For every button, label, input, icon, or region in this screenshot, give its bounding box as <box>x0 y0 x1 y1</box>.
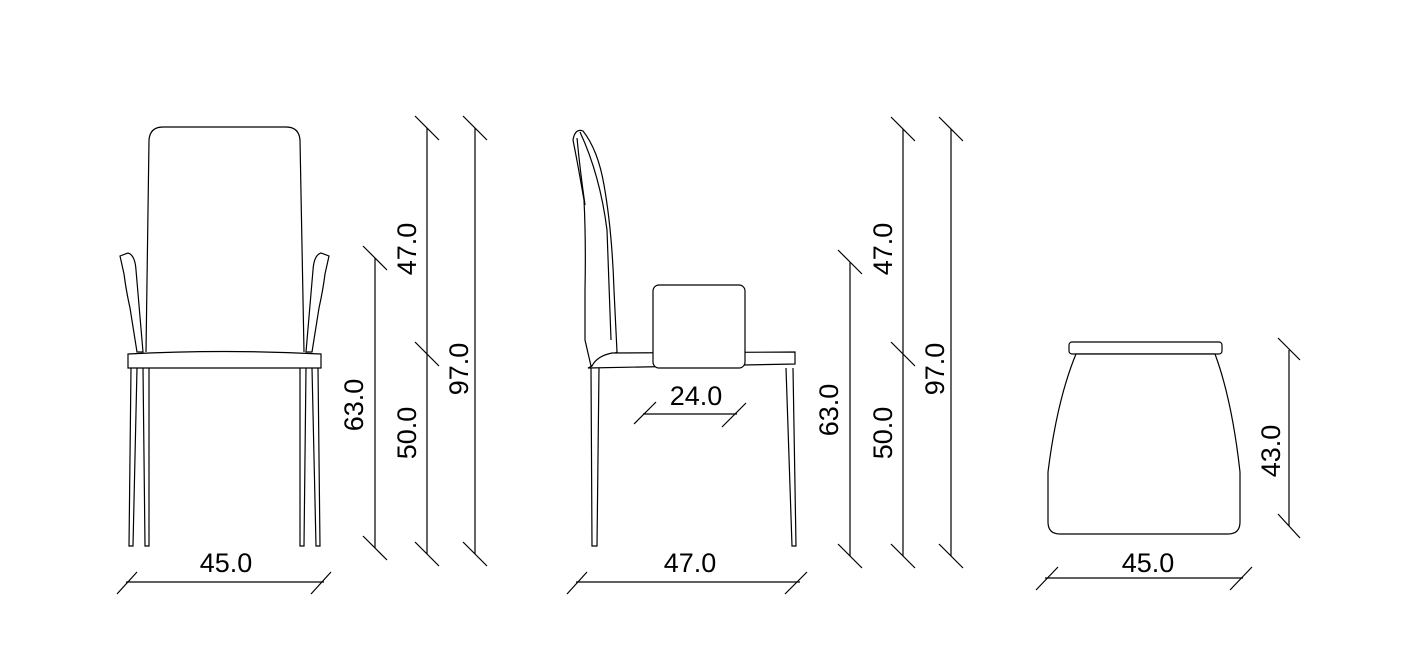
top-backrest <box>1068 341 1223 355</box>
top-depth-dimension: 43.0 <box>1256 337 1301 539</box>
front-seat-height-label: 50.0 <box>392 407 422 460</box>
top-depth-label: 43.0 <box>1256 425 1286 478</box>
top-seat <box>1047 353 1241 535</box>
front-leg-outer-left <box>128 367 138 547</box>
side-seat-height-label: 50.0 <box>868 407 898 460</box>
front-leg-inner-left <box>142 367 150 547</box>
front-view: 45.0 63.0 47.0 50.0 97.0 <box>116 115 488 595</box>
side-total-height-dimension: 97.0 <box>920 116 964 569</box>
front-armrest-height-label: 63.0 <box>339 379 369 432</box>
front-seat <box>127 350 322 369</box>
front-total-height-label: 97.0 <box>444 343 474 396</box>
side-depth-label: 47.0 <box>664 548 717 578</box>
side-backrest-label: 47.0 <box>868 223 898 276</box>
top-view: 45.0 43.0 <box>1035 337 1301 591</box>
front-total-height-dimension: 97.0 <box>444 115 488 567</box>
top-width-label: 45.0 <box>1122 548 1175 578</box>
top-width-dimension: 45.0 <box>1035 548 1253 591</box>
side-armrest-height-label: 63.0 <box>814 384 844 437</box>
side-armrest-length-dimension: 24.0 <box>633 381 747 428</box>
side-back-leg <box>785 367 797 547</box>
front-width-label: 45.0 <box>200 548 253 578</box>
front-leg-inner-right <box>299 367 307 547</box>
front-width-dimension: 45.0 <box>116 548 332 595</box>
front-right-armrest <box>305 252 330 353</box>
front-backrest-label: 47.0 <box>392 223 422 276</box>
front-backrest <box>145 126 305 353</box>
front-leg-outer-right <box>311 367 321 547</box>
side-armrest-length-label: 24.0 <box>670 381 723 411</box>
side-armrest <box>652 284 746 369</box>
front-armrest-height-dimension: 63.0 <box>339 245 388 561</box>
side-depth-dimension: 47.0 <box>566 548 808 595</box>
front-seat-back-dimension: 47.0 50.0 <box>392 115 440 567</box>
side-view: 24.0 47.0 63.0 47.0 50.0 <box>566 116 964 595</box>
front-left-armrest <box>119 252 144 353</box>
side-front-leg <box>590 367 600 547</box>
side-backrest <box>572 129 618 367</box>
side-backrest-inner <box>576 131 612 341</box>
side-armrest-height-dimension: 63.0 <box>814 249 863 569</box>
side-total-height-label: 97.0 <box>920 343 950 396</box>
side-seat-back-dimension: 47.0 50.0 <box>868 116 916 569</box>
